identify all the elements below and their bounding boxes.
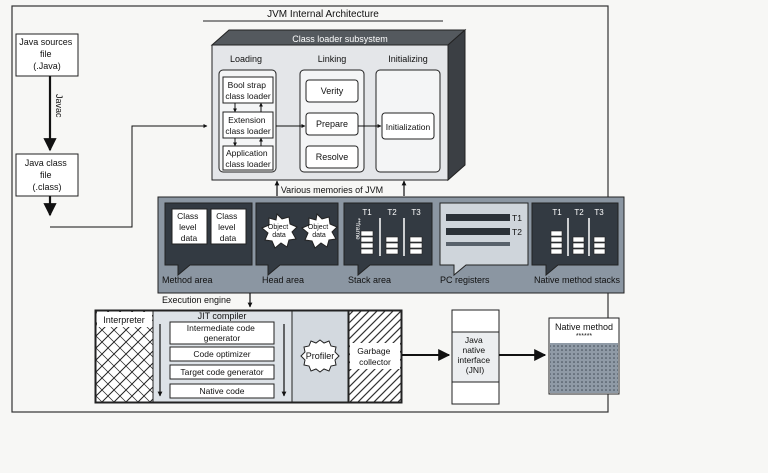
pc-register-label-t2: T2 bbox=[512, 227, 522, 237]
object-data-blob-2 bbox=[301, 212, 338, 249]
interpreter-label: Interpreter bbox=[103, 315, 145, 325]
pc-registers-label: PC registers bbox=[440, 275, 490, 285]
class-level-data-box-2 bbox=[210, 208, 247, 245]
pc-register-bar-3 bbox=[446, 242, 510, 246]
class-level-data-label-2: Class level data bbox=[216, 211, 240, 243]
target-code-generator-label: Target code generator bbox=[180, 367, 263, 377]
object-data-label-1: Object data bbox=[268, 224, 290, 239]
linking-heading: Linking bbox=[318, 54, 347, 64]
intermediate-code-generator-label: Intermediate code generator bbox=[187, 323, 257, 343]
execution-engine-label: Execution engine bbox=[162, 295, 231, 305]
class-level-data-label-1: Class level data bbox=[177, 211, 201, 243]
stack-thread-label-t2: T2 bbox=[387, 208, 397, 217]
java-sources-file-box bbox=[15, 33, 79, 77]
java-sources-file-label: Java sources file (.Java) bbox=[19, 37, 75, 71]
code-optimizer-label: Code optimizer bbox=[193, 349, 250, 359]
initializing-heading: Initializing bbox=[388, 54, 428, 64]
native-method-stars: ****** bbox=[576, 333, 593, 340]
native-stack-frames bbox=[550, 230, 606, 255]
object-data-label-2: Object data bbox=[308, 224, 330, 239]
prepare-label: Prepare bbox=[316, 119, 348, 129]
resolve-step bbox=[305, 145, 359, 169]
heap-area-label: Head area bbox=[262, 275, 304, 285]
pc-register-bar-t1 bbox=[446, 214, 510, 221]
native-code-label: Native code bbox=[200, 386, 245, 396]
loader-box-side bbox=[447, 28, 466, 182]
extension-class-loader-label: Extension class loader bbox=[225, 115, 271, 136]
prepare-step bbox=[305, 112, 359, 136]
extension-class-loader bbox=[222, 111, 274, 139]
profiler-label: Profiler bbox=[306, 351, 335, 361]
initialization-label: Initialization bbox=[386, 122, 431, 132]
native-stack-label-t1: T1 bbox=[552, 208, 562, 217]
class-level-data-box-1 bbox=[171, 208, 208, 245]
method-area-label: Method area bbox=[162, 275, 213, 285]
jit-compiler-heading: JIT compiler bbox=[198, 311, 247, 321]
verify-label: Verity bbox=[321, 86, 344, 96]
resolve-label: Resolve bbox=[316, 152, 349, 162]
frame-label: **frame bbox=[354, 218, 361, 240]
initialization-step bbox=[381, 112, 435, 140]
stack-thread-label-t3: T3 bbox=[411, 208, 421, 217]
loading-heading: Loading bbox=[230, 54, 262, 64]
bootstrap-class-loader bbox=[222, 76, 274, 104]
garbage-collector-label: Garbage collector bbox=[357, 346, 392, 367]
jni-label: Java native interface (JNI) bbox=[458, 335, 493, 375]
native-method-label: Native method bbox=[555, 322, 613, 332]
application-class-loader bbox=[222, 145, 274, 171]
native-method-library bbox=[550, 343, 618, 393]
class-loader-subsystem-label: Class loader subsystem bbox=[292, 34, 388, 44]
native-stack-label-t2: T2 bbox=[574, 208, 584, 217]
code-optimizer bbox=[169, 346, 275, 362]
javac-label: Javac bbox=[54, 94, 64, 118]
java-class-file-label: Java class file (.class) bbox=[25, 158, 70, 192]
bootstrap-class-loader-label: Bool strap class loader bbox=[225, 80, 271, 101]
stack-thread-label-t1: T1 bbox=[362, 208, 372, 217]
object-data-blob-1 bbox=[261, 212, 298, 249]
profiler-badge bbox=[300, 339, 340, 373]
intermediate-code-generator bbox=[169, 321, 275, 345]
class-file-to-loader-connector bbox=[50, 124, 208, 228]
verify-step bbox=[305, 79, 359, 103]
memories-label: Various memories of JVM bbox=[281, 185, 383, 195]
diagram-title: JVM Internal Architecture bbox=[267, 9, 379, 20]
java-class-file-box bbox=[15, 153, 79, 197]
native-stack-label-t3: T3 bbox=[594, 208, 604, 217]
stack-area-label: Stack area bbox=[348, 275, 391, 285]
native-method-stacks-label: Native method stacks bbox=[534, 275, 621, 285]
target-code-generator bbox=[169, 364, 275, 380]
native-code bbox=[169, 383, 275, 399]
application-class-loader-label: Application class loader bbox=[225, 148, 271, 169]
pc-register-label-t1: T1 bbox=[512, 213, 522, 223]
stack-frames bbox=[360, 230, 423, 255]
pc-register-bar-t2 bbox=[446, 228, 510, 235]
